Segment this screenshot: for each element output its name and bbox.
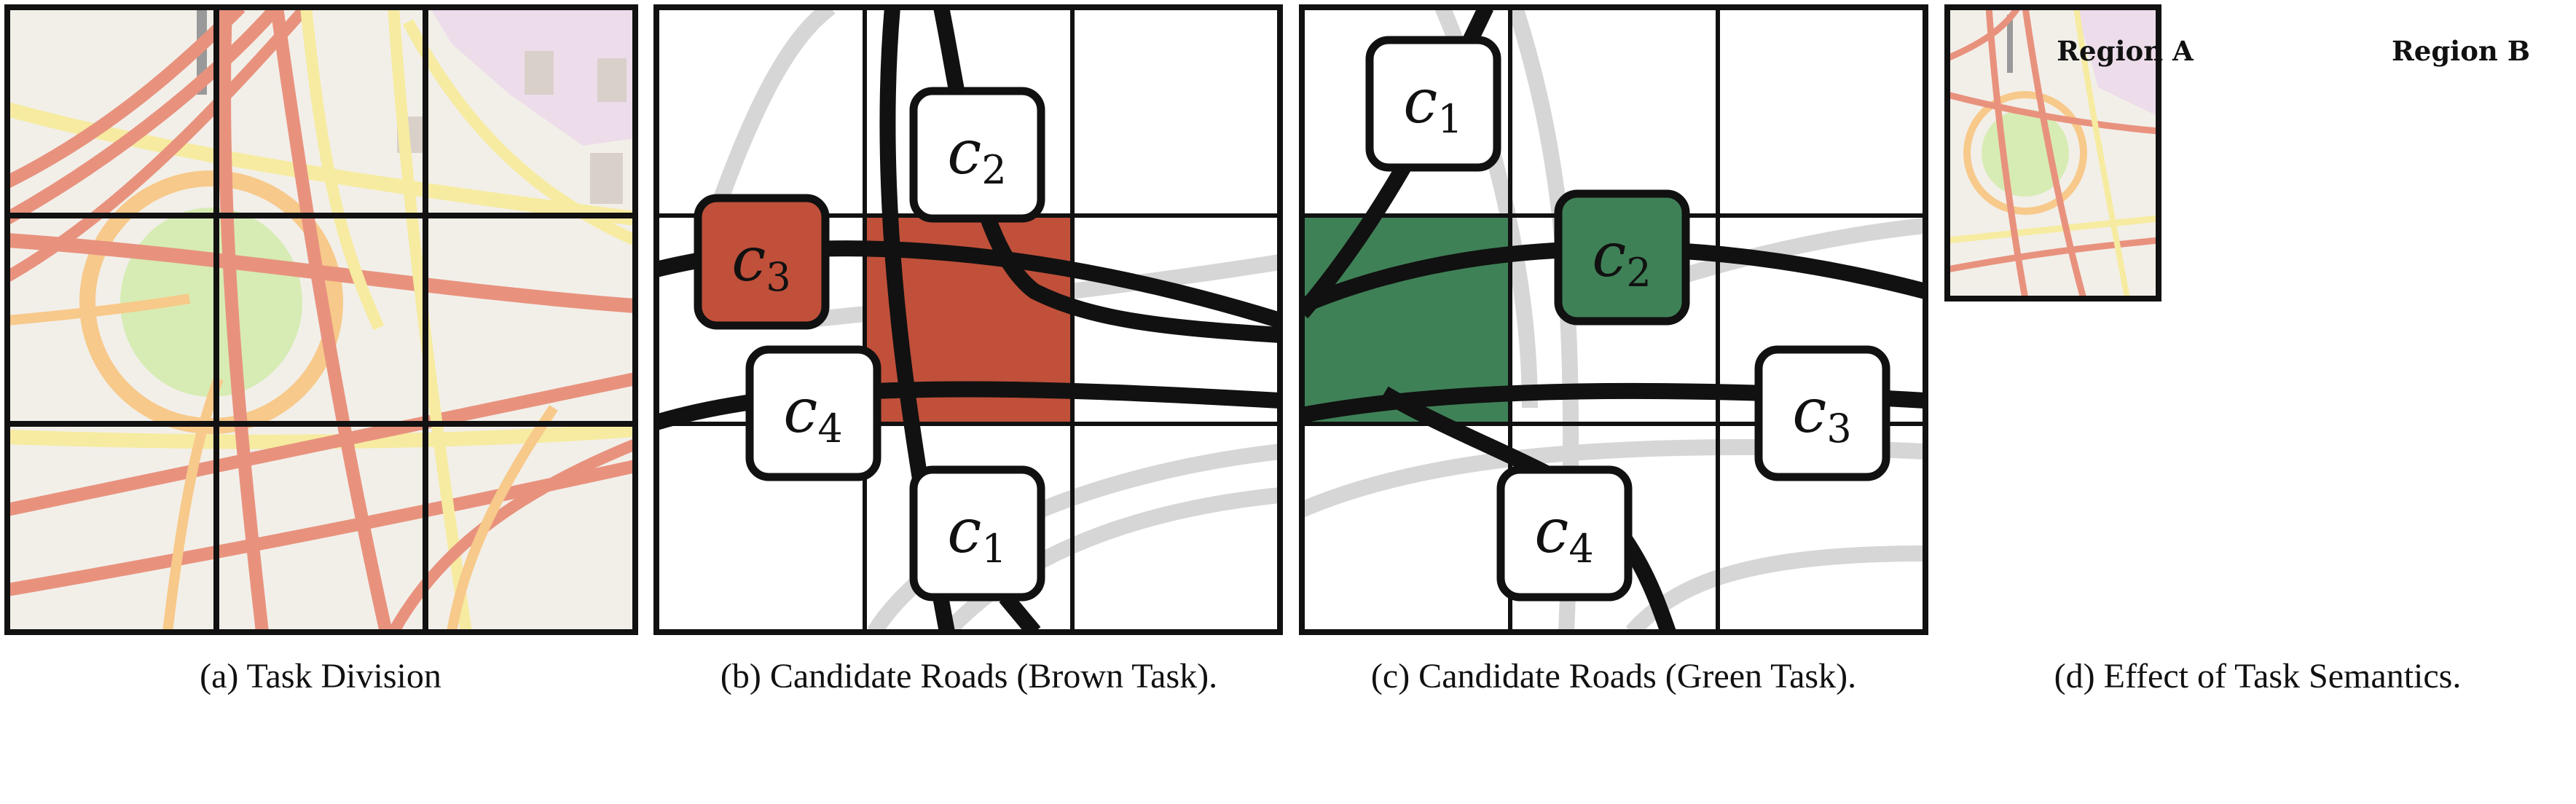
road-label-b-c3: c3 bbox=[694, 194, 830, 330]
panel-c-green-task: c1 c2 c3 c4 bbox=[1299, 4, 1928, 635]
svg-text:c2: c2 bbox=[1592, 219, 1651, 296]
svg-text:c4: c4 bbox=[1534, 495, 1593, 572]
svg-text:c3: c3 bbox=[1792, 375, 1851, 452]
panel-b-brown-task: c2 c3 c4 c1 bbox=[653, 4, 1283, 635]
svg-text:c1: c1 bbox=[1403, 66, 1462, 142]
panel-d-task-semantics bbox=[1944, 4, 2161, 302]
road-label-b-c1: c1 bbox=[909, 465, 1045, 602]
caption-b: (b) Candidate Roads (Brown Task). bbox=[720, 657, 1218, 695]
caption-d: (d) Effect of Task Semantics. bbox=[2054, 657, 2462, 695]
panel-a-task-division bbox=[4, 4, 638, 635]
road-label-c-c4: c4 bbox=[1496, 465, 1633, 602]
road-label-c-c2: c2 bbox=[1554, 189, 1690, 326]
caption-a: (a) Task Division bbox=[200, 657, 441, 695]
caption-c: (c) Candidate Roads (Green Task). bbox=[1370, 657, 1857, 695]
road-label-b-c4: c4 bbox=[745, 345, 881, 481]
map-a bbox=[7, 7, 635, 632]
svg-text:c1: c1 bbox=[947, 495, 1006, 572]
svg-text:c2: c2 bbox=[947, 117, 1006, 193]
road-label-c-c1: c1 bbox=[1365, 36, 1501, 172]
grid-a bbox=[4, 4, 638, 635]
region-a-label: Region A bbox=[2057, 35, 2194, 67]
road-label-c-c3: c3 bbox=[1754, 345, 1890, 481]
region-b-label: Region B bbox=[2392, 35, 2530, 67]
road-label-b-c2: c2 bbox=[909, 87, 1045, 223]
svg-text:c3: c3 bbox=[731, 224, 790, 300]
region-a-map bbox=[1947, 7, 2159, 299]
svg-text:c4: c4 bbox=[783, 375, 842, 452]
